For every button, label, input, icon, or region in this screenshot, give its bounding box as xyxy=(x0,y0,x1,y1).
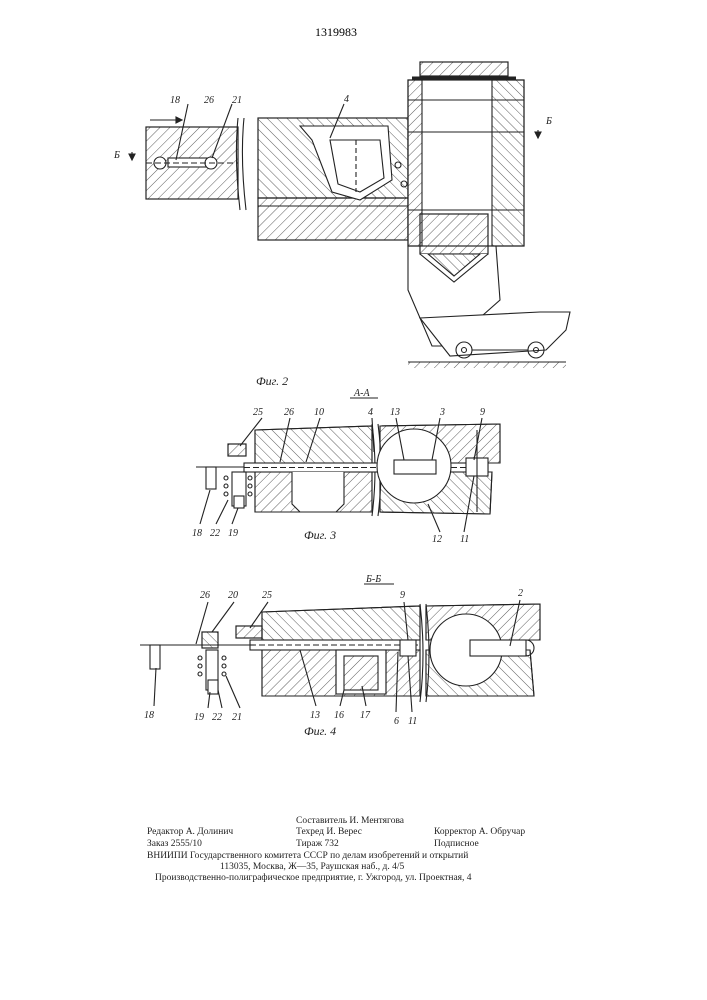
fig2-label-4: 4 xyxy=(344,94,349,105)
fig4-label-22: 22 xyxy=(212,712,222,723)
fig2-section-mark-left: Б xyxy=(113,150,120,161)
fig4-label-2: 2 xyxy=(518,588,523,599)
fig2-label-18: 18 xyxy=(170,95,180,106)
fig4-label-21: 21 xyxy=(232,712,242,723)
fig3-label-19: 19 xyxy=(228,528,238,539)
fig3-label-22: 22 xyxy=(210,528,220,539)
fig3-label-3: 3 xyxy=(439,407,445,418)
imprint-order: Заказ 2555/10 xyxy=(147,838,202,850)
fig3-caption: Фиг. 3 xyxy=(304,528,336,542)
fig4-label-13: 13 xyxy=(310,710,320,721)
imprint-techred: Техред И. Верес xyxy=(296,826,362,838)
fig4-label-19: 19 xyxy=(194,712,204,723)
fig4-label-20: 20 xyxy=(228,590,238,601)
fig3-label-25: 25 xyxy=(253,407,263,418)
fig3-section-title: А-А xyxy=(353,388,370,399)
figure-2 xyxy=(129,62,570,368)
fig2-section-mark-right: Б xyxy=(545,116,552,127)
fig4-section-title: Б-Б xyxy=(365,574,381,585)
fig4-label-11: 11 xyxy=(408,716,417,727)
imprint-corrector: Корректор А. Обручар xyxy=(434,826,525,838)
fig2-label-21: 21 xyxy=(232,95,242,106)
fig4-label-9: 9 xyxy=(400,590,405,601)
fig3-label-10: 10 xyxy=(314,407,324,418)
fig3-label-13: 13 xyxy=(390,407,400,418)
fig3-label-11: 11 xyxy=(460,534,469,545)
fig2-label-26: 26 xyxy=(204,95,214,106)
fig4-label-16: 16 xyxy=(334,710,344,721)
fig3-label-26: 26 xyxy=(284,407,294,418)
fig4-label-25: 25 xyxy=(262,590,272,601)
fig3-label-18: 18 xyxy=(192,528,202,539)
figure-3 xyxy=(196,398,500,532)
patent-number: 1319983 xyxy=(315,25,357,39)
imprint-printer: Производственно-полиграфическое предприя… xyxy=(155,872,472,884)
fig4-label-6: 6 xyxy=(394,716,399,727)
imprint-editor: Редактор А. Долинич xyxy=(147,826,233,838)
fig4-label-17: 17 xyxy=(360,710,371,721)
fig3-label-4: 4 xyxy=(368,407,373,418)
fig3-label-9: 9 xyxy=(480,407,485,418)
fig3-label-12: 12 xyxy=(432,534,442,545)
imprint-subscription: Подписное xyxy=(434,838,479,850)
fig4-caption: Фиг. 4 xyxy=(304,724,336,738)
fig4-label-18: 18 xyxy=(144,710,154,721)
imprint-circulation: Тираж 732 xyxy=(296,838,339,850)
figure-4 xyxy=(140,584,540,712)
fig2-caption: Фиг. 2 xyxy=(256,374,288,388)
fig4-label-26: 26 xyxy=(200,590,210,601)
